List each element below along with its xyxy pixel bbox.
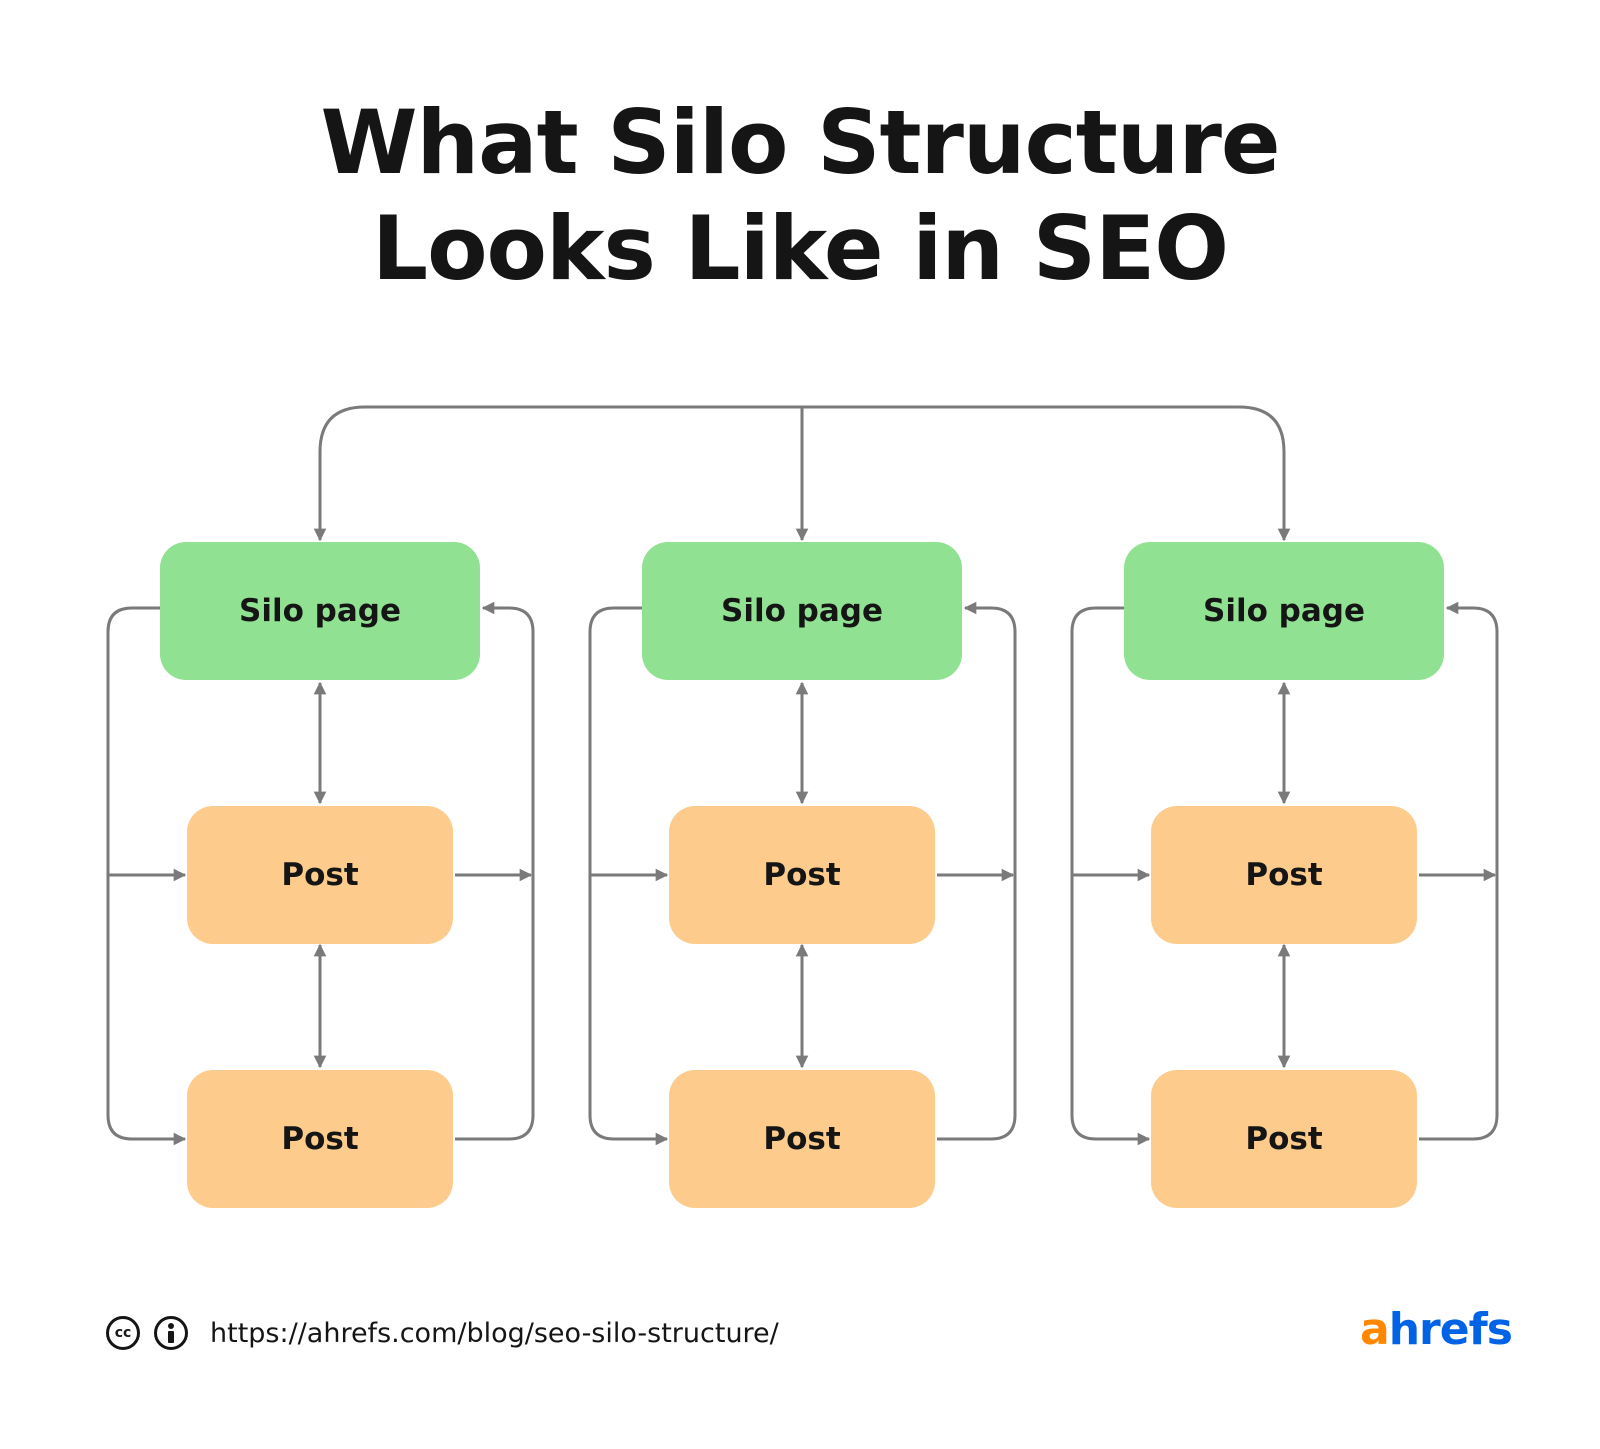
attribution-footer: cc https://ahrefs.com/blog/seo-silo-stru… xyxy=(106,1313,779,1353)
source-url: https://ahrefs.com/blog/seo-silo-structu… xyxy=(210,1317,779,1349)
creative-commons-icon: cc xyxy=(106,1316,140,1350)
post-label: Post xyxy=(281,1121,359,1157)
right-loop-connector xyxy=(455,601,535,1141)
silo-page-box-1: Silo page xyxy=(160,542,480,680)
top-connector-left xyxy=(313,405,802,542)
column-2-connectors xyxy=(588,601,1017,1146)
title-line-2: Looks Like in SEO xyxy=(372,197,1229,300)
post-box-3-2: Post xyxy=(1151,1070,1417,1208)
silo-page-label: Silo page xyxy=(1203,593,1365,629)
logo-letter-a: a xyxy=(1360,1304,1390,1355)
top-connector-right xyxy=(802,405,1291,542)
post-box-3-1: Post xyxy=(1151,806,1417,944)
post-label: Post xyxy=(1245,1121,1323,1157)
column-3-connectors xyxy=(1070,601,1499,1146)
title-line-1: What Silo Structure xyxy=(320,91,1280,194)
post-label: Post xyxy=(281,857,359,893)
post-label: Post xyxy=(763,1121,841,1157)
silo-page-label: Silo page xyxy=(721,593,883,629)
silo-page-label: Silo page xyxy=(239,593,401,629)
column-1-connectors xyxy=(106,601,535,1146)
post-box-1-2: Post xyxy=(187,1070,453,1208)
post-label: Post xyxy=(763,857,841,893)
post-box-2-2: Post xyxy=(669,1070,935,1208)
logo-letters-hrefs: hrefs xyxy=(1388,1304,1513,1355)
right-loop-connector xyxy=(937,601,1017,1141)
silo-page-box-2: Silo page xyxy=(642,542,962,680)
post-box-2-1: Post xyxy=(669,806,935,944)
post-label: Post xyxy=(1245,857,1323,893)
diagram-title: What Silo Structure Looks Like in SEO xyxy=(0,90,1600,302)
cc-icon-text: cc xyxy=(114,1325,132,1341)
right-loop-connector xyxy=(1419,601,1499,1141)
attribution-icon xyxy=(154,1316,188,1350)
silo-page-box-3: Silo page xyxy=(1124,542,1444,680)
post-box-1-1: Post xyxy=(187,806,453,944)
ahrefs-logo: ahrefs xyxy=(1360,1304,1513,1355)
